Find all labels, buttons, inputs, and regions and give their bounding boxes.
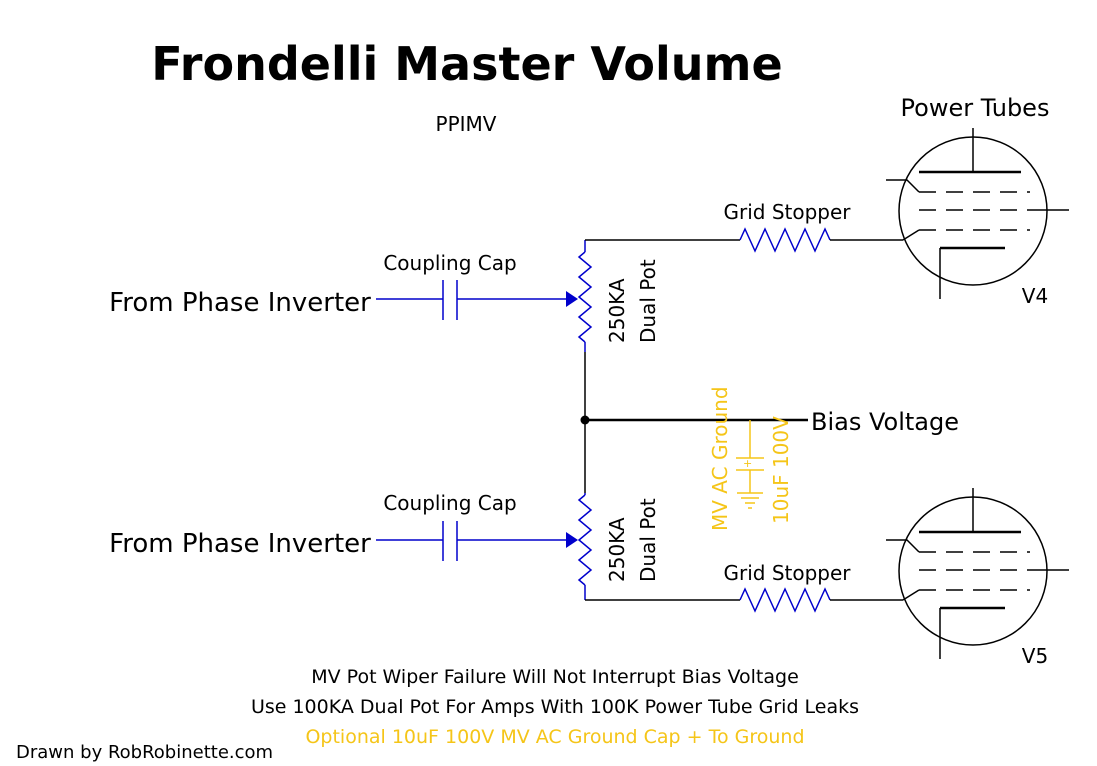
tube-label-v4: V4 bbox=[1022, 284, 1048, 308]
grid-stopper-resistor-top bbox=[739, 227, 831, 253]
potentiometer-top bbox=[577, 240, 593, 352]
grid-stopper-resistor-bottom bbox=[739, 587, 831, 613]
cap-polarity-plus: + bbox=[743, 457, 752, 470]
coupling-cap-top bbox=[376, 280, 566, 320]
pot-value-label-top: 250KA bbox=[605, 278, 629, 343]
grid-stopper-label-top: Grid Stopper bbox=[723, 200, 851, 224]
wiper-arrow-top bbox=[566, 291, 578, 307]
credit-text: Drawn by RobRobinette.com bbox=[16, 742, 273, 763]
cap-value-label: 10uF 100V bbox=[769, 416, 793, 524]
power-tubes-label: Power Tubes bbox=[901, 94, 1050, 122]
bias-voltage-label: Bias Voltage bbox=[811, 408, 959, 436]
subtitle: PPIMV bbox=[436, 112, 497, 136]
pot-type-label-top: Dual Pot bbox=[636, 259, 660, 343]
coupling-cap-label-bottom: Coupling Cap bbox=[383, 491, 516, 515]
wiper-arrow-bottom bbox=[566, 532, 578, 548]
pot-value-label-bottom: 250KA bbox=[605, 517, 629, 582]
page-title: Frondelli Master Volume bbox=[151, 37, 782, 91]
note-line-1: MV Pot Wiper Failure Will Not Interrupt … bbox=[311, 666, 799, 688]
note-line-2: Use 100KA Dual Pot For Amps With 100K Po… bbox=[251, 696, 859, 718]
power-tube-v4 bbox=[886, 128, 1069, 299]
note-line-3: Optional 10uF 100V MV AC Ground Cap + To… bbox=[305, 726, 804, 748]
coupling-cap-bottom bbox=[376, 521, 566, 561]
power-tube-v5 bbox=[886, 488, 1069, 659]
coupling-cap-label-top: Coupling Cap bbox=[383, 251, 516, 275]
from-phase-inverter-label-bottom: From Phase Inverter bbox=[109, 529, 371, 559]
mv-ac-ground-cap bbox=[736, 420, 764, 509]
mv-ac-ground-label: MV AC Ground bbox=[708, 386, 732, 531]
from-phase-inverter-label-top: From Phase Inverter bbox=[109, 288, 371, 318]
pot-type-label-bottom: Dual Pot bbox=[636, 498, 660, 582]
grid-stopper-label-bottom: Grid Stopper bbox=[723, 561, 851, 585]
potentiometer-bottom bbox=[577, 493, 593, 600]
tube-label-v5: V5 bbox=[1022, 644, 1048, 668]
